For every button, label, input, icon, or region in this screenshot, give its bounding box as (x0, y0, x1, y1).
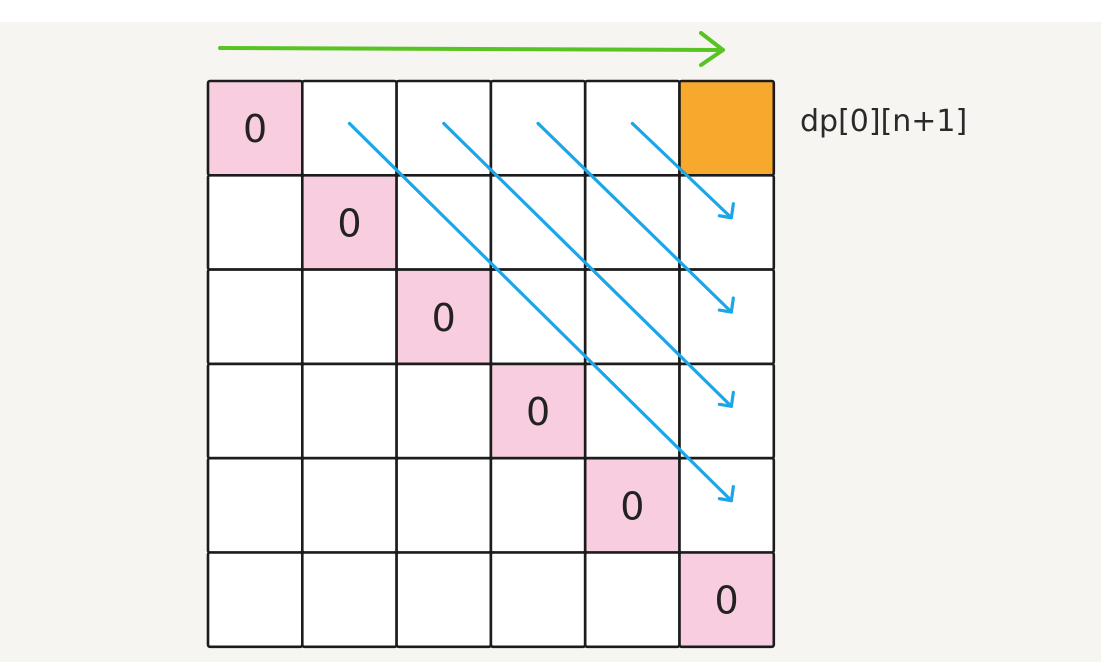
diagonal-zero-label: 0 (243, 107, 267, 151)
dp-cell-r3-c2 (395, 362, 493, 460)
dp-cell-r5-c4 (583, 551, 681, 649)
diagonal-fill-arrowhead-3 (717, 296, 735, 314)
dp-cell-r4-c2 (395, 456, 493, 554)
dp-cell-r2-c1 (300, 268, 398, 366)
dp-cell-r0-c1 (300, 79, 398, 177)
dp-cell-r0-c2 (395, 79, 493, 177)
dp-cell-r1-c0 (206, 174, 304, 271)
diagonal-zero-label: 0 (620, 484, 644, 528)
dp-cell-r3-c4 (583, 362, 681, 460)
dp-cell-r5-c1 (300, 551, 398, 649)
diagonal-zero-label: 0 (715, 579, 739, 623)
row-direction-arrowhead (699, 31, 725, 67)
row-direction-arrow (218, 46, 723, 52)
dp-cell-r5-c3 (489, 551, 587, 649)
diagonal-zero-label: 0 (432, 296, 456, 340)
dp-cell-r1-c5 (678, 174, 776, 271)
diagonal-fill-arrow-3 (536, 121, 733, 314)
dp-cell-r4-c1 (300, 456, 398, 554)
dp-cell-r3-c1 (300, 362, 398, 460)
dp-cell-r1-c4 (583, 174, 681, 271)
dp-cell-r0-c4 (583, 79, 681, 177)
dp-cell-r4-c0 (206, 456, 304, 554)
dp-cell-r1-c2 (395, 174, 493, 271)
dp-cell-r2-c0 (206, 268, 304, 366)
diagonal-cell-r5-c5 (678, 551, 776, 649)
dp-cell-r3-c0 (206, 362, 304, 460)
dp-table-grid: 0 0 0 0 0 0 (206, 79, 776, 649)
diagonal-fill-arrowhead-4 (717, 202, 735, 220)
dp-cell-r5-c0 (206, 551, 304, 649)
diagonal-fill-arrowhead-1 (717, 485, 735, 503)
diagonal-fill-arrow-2 (442, 121, 733, 408)
diagonal-zero-label: 0 (337, 201, 361, 245)
dp-cell-r2-c3 (489, 268, 587, 366)
dp-cell-r1-c3 (489, 174, 587, 271)
dp-cell-r2-c5 (678, 268, 776, 366)
diagonal-fill-arrowhead-2 (717, 390, 735, 408)
dp-cell-r2-c4 (583, 268, 681, 366)
dp-target-label: dp[0][n+1] (800, 104, 968, 139)
target-cell-r0-c5 (678, 79, 776, 177)
top-band (0, 0, 1101, 22)
diagonal-fill-arrow-4 (630, 121, 733, 220)
dp-cell-r4-c3 (489, 456, 587, 554)
dp-cell-r0-c3 (489, 79, 587, 177)
diagonal-fill-arrow-1 (347, 121, 733, 503)
diagonal-zero-label: 0 (526, 390, 550, 434)
dp-cell-r4-c5 (678, 456, 776, 554)
arrows-layer (218, 31, 735, 503)
dp-cell-r5-c2 (395, 551, 493, 649)
dp-cell-r3-c5 (678, 362, 776, 460)
